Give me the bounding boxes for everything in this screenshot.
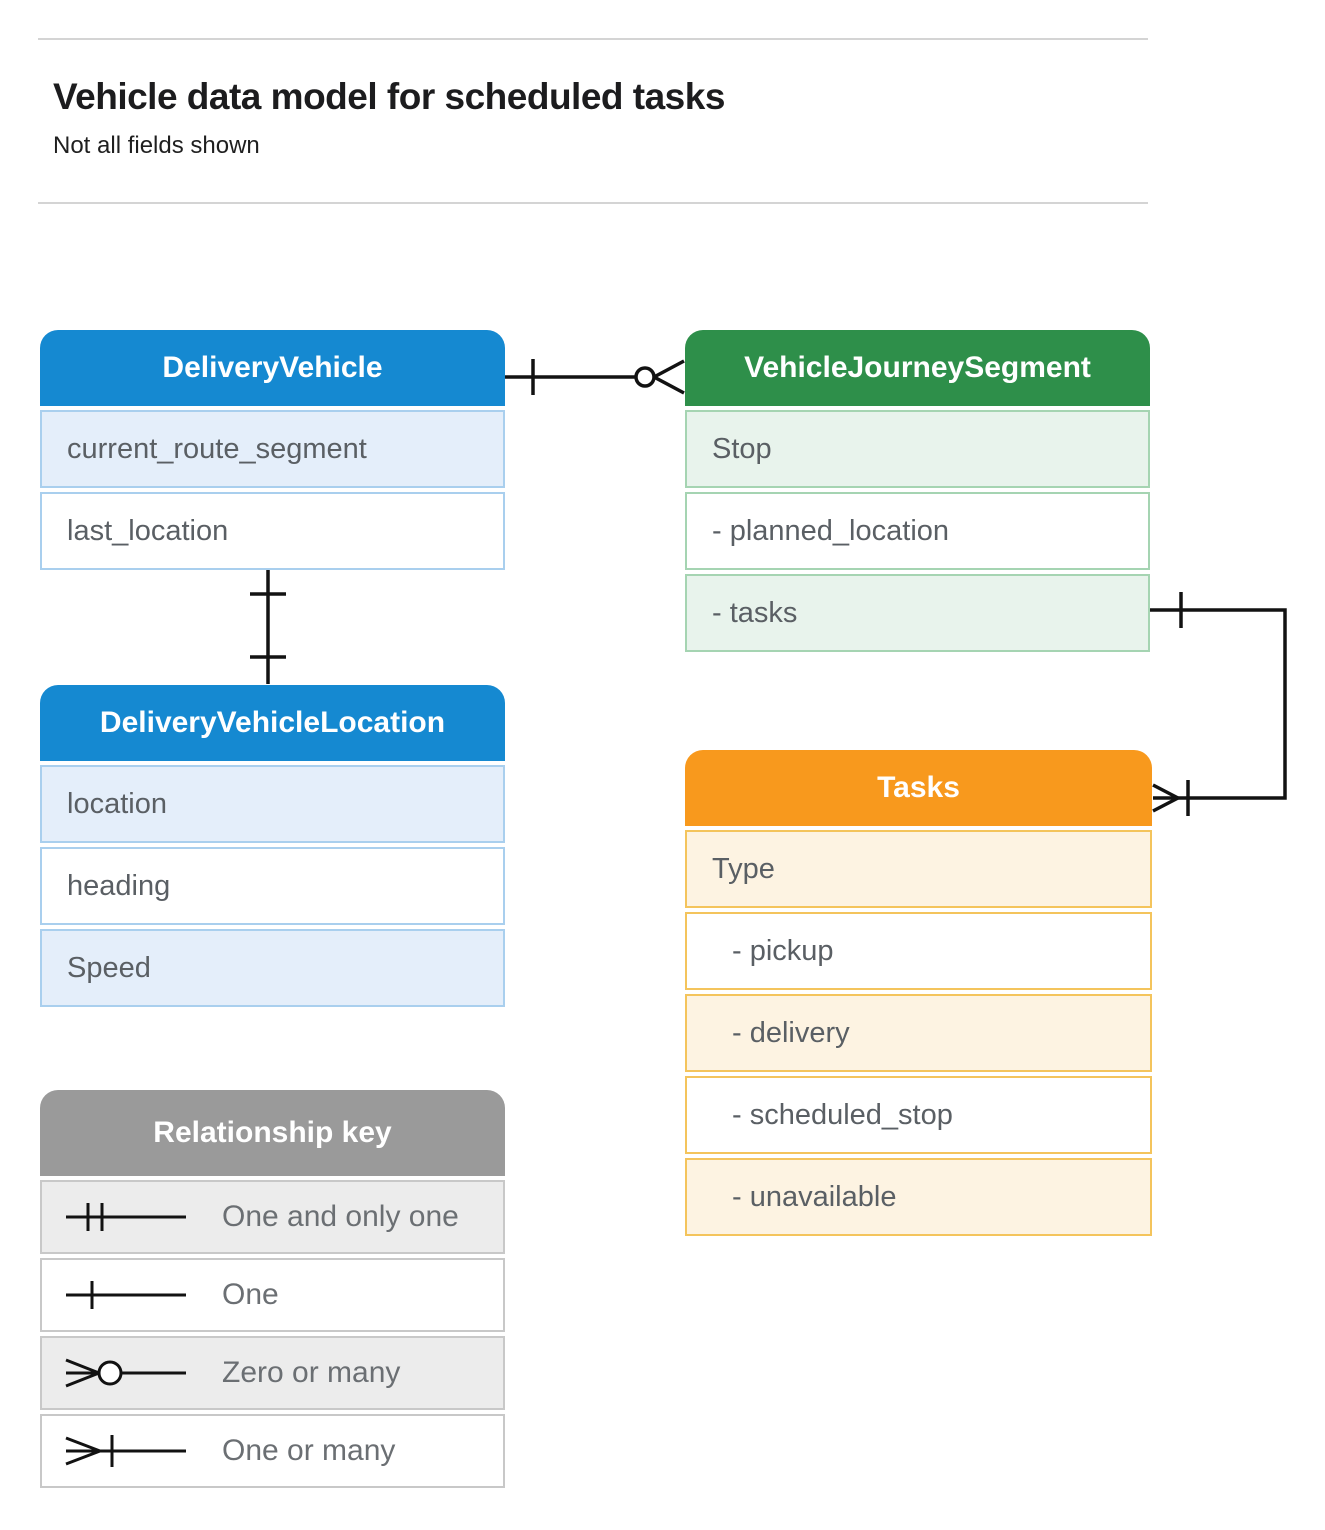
connector-deliveryvehicle-deliveryvehiclelocation — [250, 570, 286, 684]
entity-row: - planned_location — [685, 492, 1150, 570]
page-subtitle: Not all fields shown — [53, 132, 260, 159]
one-icon — [66, 1281, 186, 1309]
legend-label: One — [222, 1278, 279, 1311]
entity-title: VehicleJourneySegment — [685, 330, 1150, 406]
legend-label: One and only one — [222, 1200, 459, 1233]
entity-tasks: Tasks Type - pickup - delivery - schedul… — [685, 750, 1152, 1236]
entity-row: location — [40, 765, 505, 843]
title-divider — [38, 202, 1148, 204]
entity-row: Stop — [685, 410, 1150, 488]
legend-item: One or many — [40, 1414, 505, 1488]
entity-row: - tasks — [685, 574, 1150, 652]
entity-row: - unavailable — [685, 1158, 1152, 1236]
page-title: Vehicle data model for scheduled tasks — [53, 76, 725, 117]
entity-row: current_route_segment — [40, 410, 505, 488]
relationship-key: Relationship key One and only one One Ze… — [40, 1090, 505, 1488]
top-divider — [38, 38, 1148, 40]
entity-row: heading — [40, 847, 505, 925]
entity-vehicle-journey-segment: VehicleJourneySegment Stop - planned_loc… — [685, 330, 1150, 652]
entity-title: DeliveryVehicleLocation — [40, 685, 505, 761]
legend-label: One or many — [222, 1434, 396, 1467]
legend-item: Zero or many — [40, 1336, 505, 1410]
zero-or-many-icon — [65, 1358, 186, 1388]
entity-row: - pickup — [685, 912, 1152, 990]
entity-row: - scheduled_stop — [685, 1076, 1152, 1154]
entity-delivery-vehicle: DeliveryVehicle current_route_segment la… — [40, 330, 505, 570]
entity-row: - delivery — [685, 994, 1152, 1072]
entity-title: Tasks — [685, 750, 1152, 826]
entity-row: Type — [685, 830, 1152, 908]
legend-item: One and only one — [40, 1180, 505, 1254]
legend-item: One — [40, 1258, 505, 1332]
legend-label: Zero or many — [222, 1356, 401, 1389]
one-or-many-icon — [65, 1435, 186, 1467]
entity-row: last_location — [40, 492, 505, 570]
legend-title: Relationship key — [40, 1090, 505, 1176]
entity-title: DeliveryVehicle — [40, 330, 505, 406]
entity-row: Speed — [40, 929, 505, 1007]
one-and-only-one-icon — [66, 1203, 186, 1231]
connector-vehiclejourneysegment-tasks — [1150, 592, 1287, 816]
entity-delivery-vehicle-location: DeliveryVehicleLocation location heading… — [40, 685, 505, 1007]
connector-deliveryvehicle-vehiclejourneysegment — [505, 359, 685, 395]
